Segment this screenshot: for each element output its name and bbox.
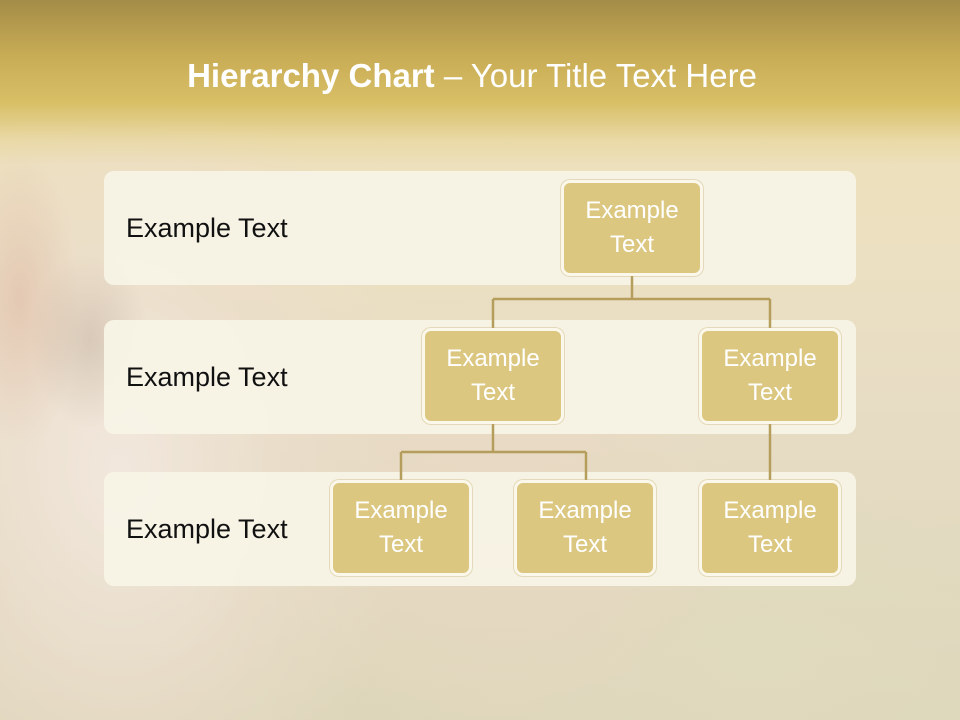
node-leaf-1-text: Example Text <box>354 497 448 558</box>
title-rest-part: – Your Title Text Here <box>434 57 757 94</box>
node-leaf-1[interactable]: Example Text <box>330 480 472 576</box>
level-label-1[interactable]: Example Text <box>126 213 288 243</box>
level-label-2[interactable]: Example Text <box>126 362 288 392</box>
node-leaf-3[interactable]: Example Text <box>699 480 841 576</box>
node-leaf-2[interactable]: Example Text <box>514 480 656 576</box>
node-mid-left[interactable]: Example Text <box>422 328 564 424</box>
level-label-3[interactable]: Example Text <box>126 514 288 544</box>
node-leaf-3-text: Example Text <box>723 497 817 558</box>
slide-title[interactable]: Hierarchy Chart – Your Title Text Here <box>0 52 944 100</box>
node-mid-right[interactable]: Example Text <box>699 328 841 424</box>
node-leaf-2-text: Example Text <box>538 497 632 558</box>
node-root-text: Example Text <box>585 197 679 258</box>
node-mid-left-text: Example Text <box>446 345 540 406</box>
title-bold-part: Hierarchy Chart <box>187 57 435 94</box>
level-band-1: Example Text <box>104 171 856 285</box>
title-band <box>0 0 960 165</box>
node-mid-right-text: Example Text <box>723 345 817 406</box>
node-root[interactable]: Example Text <box>561 180 703 276</box>
